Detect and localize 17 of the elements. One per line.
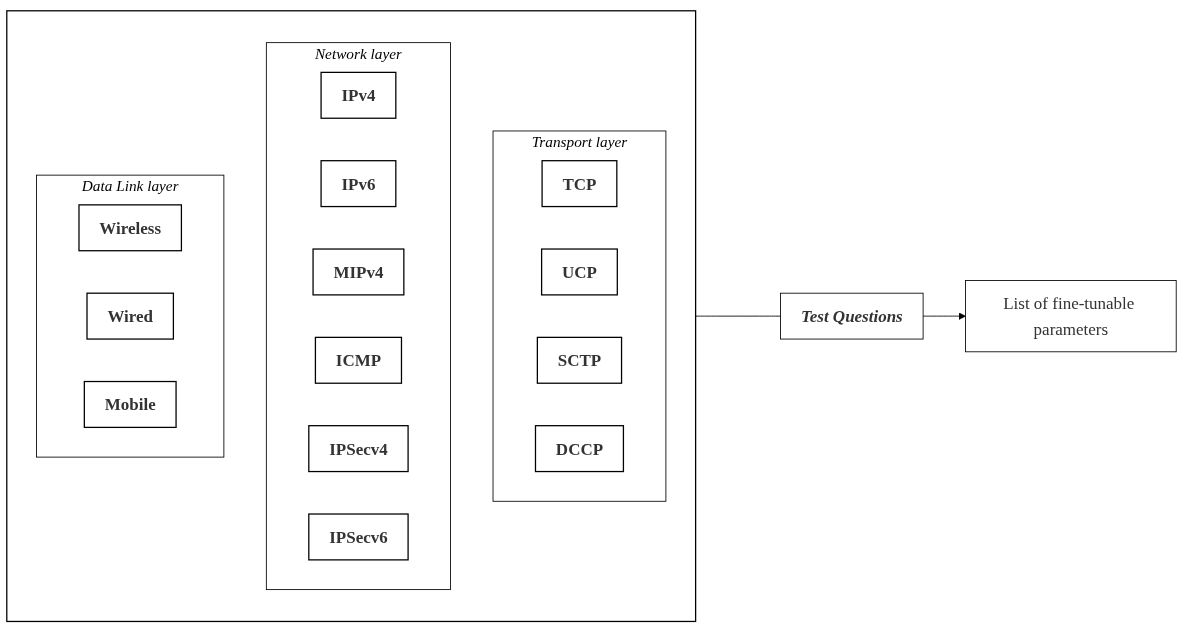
- connector: [695, 316, 781, 317]
- node-box: List of fine-tunable parameters: [965, 280, 1177, 353]
- node-box: IPSecv4: [308, 425, 409, 473]
- node-box: Test Questions: [780, 293, 924, 340]
- node-box: Mobile: [83, 381, 177, 429]
- node-box: UCP: [541, 248, 618, 296]
- node-box: Wired: [86, 292, 175, 341]
- node-box: DCCP: [534, 425, 625, 473]
- node-box: SCTP: [536, 337, 623, 385]
- node-box: IPv6: [320, 160, 397, 208]
- node-box: TCP: [541, 160, 618, 208]
- node-box: IPSecv6: [308, 513, 409, 561]
- node-box: IPv4: [320, 72, 397, 120]
- node-box: ICMP: [314, 337, 403, 385]
- node-box: Wireless: [78, 204, 183, 252]
- node-box: MIPv4: [312, 248, 405, 296]
- cluster: [6, 10, 697, 623]
